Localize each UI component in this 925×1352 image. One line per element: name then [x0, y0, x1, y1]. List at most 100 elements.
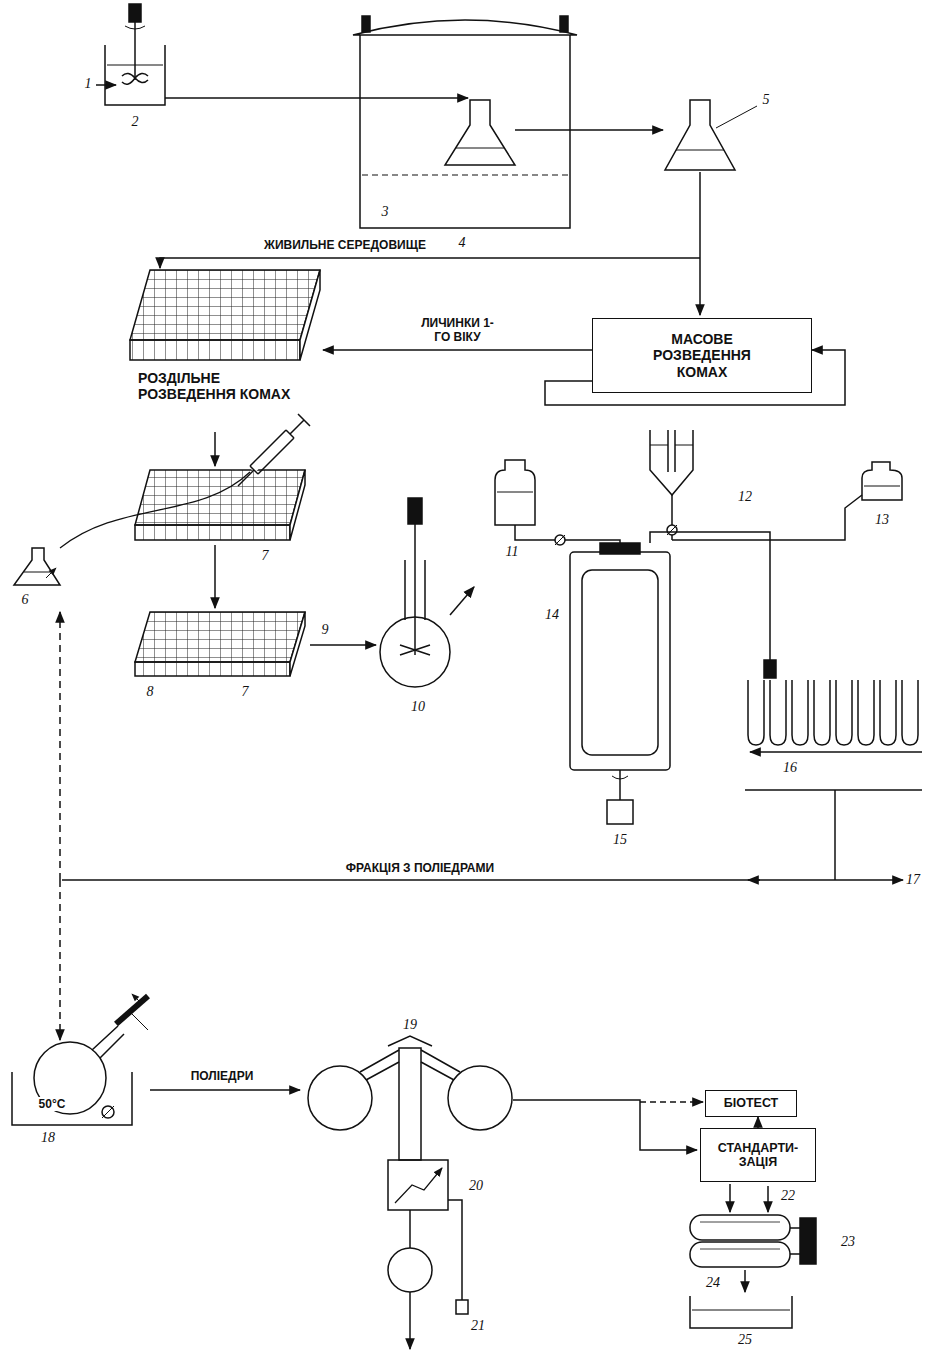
- roller-mill: [729, 1184, 731, 1212]
- spray-dryer: [399, 1048, 421, 1160]
- roller-mill: [690, 1215, 790, 1240]
- spray-dryer: [388, 1248, 432, 1292]
- callout-number: 11: [505, 544, 520, 560]
- spray-dryer: [456, 1300, 468, 1314]
- flow-arrow: [214, 545, 216, 608]
- fraction-tubes: [748, 680, 918, 745]
- callout-number: 14: [544, 607, 560, 623]
- gradient-mixer: [667, 525, 677, 535]
- callout-number: 12: [737, 489, 753, 505]
- rearing-tray: [130, 270, 320, 340]
- rotary-evaporator: [132, 994, 140, 1002]
- spray-dryer: [448, 1200, 462, 1300]
- homogenizer-flask: [408, 498, 422, 524]
- rotary-evaporator: [92, 1026, 124, 1058]
- fraction-tubes: [745, 789, 922, 791]
- flow-label: ФРАКЦІЯ З ПОЛІЕДРАМИ: [344, 861, 496, 875]
- autoclave: [445, 100, 515, 165]
- spray-dryer: [308, 1036, 703, 1349]
- inoculum-flask: [24, 572, 50, 573]
- dashed-return: [59, 612, 61, 880]
- callout-number: 9: [321, 622, 330, 638]
- callout-number: 25: [737, 1332, 753, 1348]
- rotary-evaporator: [102, 1106, 114, 1118]
- mixing-beaker: [96, 84, 116, 86]
- rearing-tray: [290, 470, 305, 540]
- spray-dryer: [395, 1168, 442, 1203]
- rotary-evaporator: [128, 1010, 148, 1030]
- roller-mill: [767, 1186, 769, 1212]
- fraction-tubes: [62, 879, 835, 881]
- callout-number: 19: [402, 1017, 418, 1033]
- rearing-tray: [135, 612, 305, 662]
- centrifuge: [612, 776, 628, 779]
- callout-number: 18: [40, 1130, 56, 1146]
- syringe: [238, 470, 254, 486]
- fraction-tubes: [835, 879, 903, 881]
- syringe: [60, 414, 310, 548]
- callout-number: 3: [381, 204, 390, 220]
- autoclave: [362, 174, 568, 175]
- mixing-beaker: [125, 26, 145, 29]
- gradient-mixer: [650, 430, 693, 495]
- product-container: [690, 1296, 792, 1328]
- inoculum-flask: [14, 548, 60, 585]
- dashed-return: [59, 880, 61, 1040]
- process-box: БІОТЕСТ: [705, 1090, 797, 1117]
- culture-flask: [160, 258, 700, 268]
- callout-number: 2: [131, 114, 140, 130]
- syringe: [60, 472, 250, 548]
- fraction-tubes: [834, 790, 836, 880]
- flow-label: ЖИВИЛЬНЕ СЕРЕДОВИЩЕ: [262, 238, 428, 252]
- roller-mill: [700, 1222, 780, 1249]
- rotary-evaporator: [102, 1106, 114, 1118]
- reagent-bottle: [555, 535, 565, 545]
- spray-dryer: [640, 1101, 703, 1103]
- roller-mill: [800, 1218, 816, 1264]
- mixing-beaker: [122, 73, 148, 84]
- syringe: [250, 430, 294, 474]
- roller-mill: [690, 1184, 816, 1292]
- callout-number: 13: [874, 512, 890, 528]
- callout-number: 20: [468, 1178, 484, 1194]
- reagent-bottle: [497, 492, 533, 493]
- rearing-tray: [135, 662, 290, 676]
- node-text: БІОТЕСТ: [724, 1096, 779, 1110]
- node-text: МАСОВЕ РОЗВЕДЕННЯ КОМАХ: [642, 331, 762, 379]
- rearing-tray: [290, 612, 305, 676]
- flow-connector: [323, 349, 592, 351]
- reagent-bottle: [555, 535, 565, 545]
- reagent-bottle: [495, 460, 620, 545]
- product-container: [692, 1310, 790, 1311]
- centrifuge: [582, 570, 658, 755]
- spray-dryer: [388, 1160, 448, 1210]
- rearing-tray: [135, 470, 305, 540]
- callout-number: 21: [470, 1318, 486, 1334]
- gradient-mixer: [650, 445, 693, 446]
- mixing-beaker: [129, 4, 141, 22]
- roller-mill: [790, 1228, 800, 1254]
- flow-arrow: [214, 432, 216, 466]
- rearing-tray-node: РОЗДІЛЬНЕ РОЗВЕДЕННЯ КОМАХ: [128, 262, 323, 422]
- roller-mill: [690, 1242, 790, 1267]
- homogenizer-flask: [400, 645, 430, 655]
- autoclave: [353, 20, 577, 35]
- rotary-evaporator: [150, 1089, 300, 1091]
- illustration: [12, 4, 922, 1349]
- callout-number: 23: [840, 1234, 856, 1250]
- rearing-tray: [130, 270, 320, 360]
- flow-connector: [757, 1117, 759, 1128]
- autoclave: [360, 35, 570, 228]
- callout-number: 5: [762, 92, 771, 108]
- flow-label: 50°C: [37, 1097, 68, 1111]
- spray-dryer: [409, 1210, 411, 1248]
- centrifuge: [570, 532, 776, 824]
- callout-number: 15: [612, 832, 628, 848]
- gradient-mixer: [667, 525, 677, 535]
- mixing-beaker: [165, 97, 468, 99]
- culture-flask: [716, 106, 757, 128]
- rearing-tray: [130, 340, 300, 360]
- spray-dryer: [360, 1050, 460, 1080]
- callout-number: 7: [261, 548, 270, 564]
